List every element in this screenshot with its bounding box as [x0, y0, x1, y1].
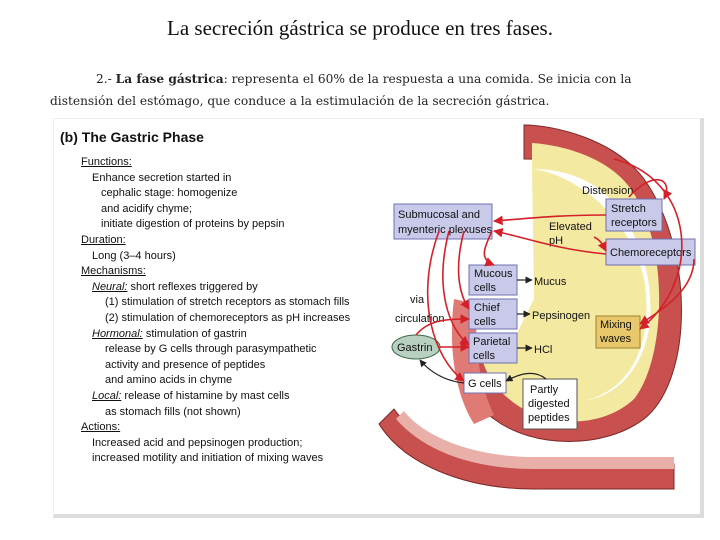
submucosal-box: [393, 203, 493, 240]
paragraph-prefix: 2.-: [96, 72, 116, 86]
mucous-label-1: Mucous: [474, 268, 513, 280]
arrow-plexus-parietal: [442, 230, 470, 346]
hormonal-line: and amino acids in chyme: [105, 374, 233, 387]
chief-label-1: Chief: [474, 302, 501, 314]
neural-line: (2) stimulation of chemoreceptors as pH …: [105, 311, 351, 324]
hormonal-line: Hormonal: stimulation of gastrin: [83, 327, 383, 343]
duration-value: Long (3–4 hours): [92, 249, 176, 262]
intestine-lumen: [396, 411, 674, 469]
local-text: release of histamine by mast cells: [124, 389, 290, 402]
peptides-box: [522, 378, 578, 430]
local-line: Local: release of histamine by mast cell…: [83, 389, 383, 405]
mucous-label-2: cells: [474, 282, 497, 294]
arrow-plexus-mucous: [483, 230, 495, 267]
mucus-label: Mucus: [534, 276, 567, 288]
secretion-arrows: [419, 276, 547, 384]
peptides-label-3: peptides: [528, 412, 570, 424]
gastric-phase-figure: (b) The Gastric Phase Functions: Enhance…: [53, 118, 704, 518]
neural-line: (1) stimulation of stretch receptors as …: [105, 296, 350, 309]
chief-label-2: cells: [474, 316, 497, 328]
peptides-label-1: Partly: [530, 384, 559, 396]
peptides-label-2: digested: [528, 398, 570, 410]
stretch-label-1: Stretch: [611, 203, 646, 215]
figure-description: Functions: Enhance secretion started in …: [81, 155, 383, 467]
neural-line: Neural: short reflexes triggered by: [83, 280, 383, 296]
mechanisms-heading: Mechanisms:: [81, 265, 146, 278]
actions-heading: Actions:: [81, 421, 121, 434]
arrow-ph-chemo: [593, 236, 607, 252]
hormonal-line: activity and presence of peptides: [105, 358, 266, 371]
g-cells-label: G cells: [468, 378, 502, 390]
stretch-receptors-box: [605, 198, 663, 232]
hormonal-line: release by G cells through parasympathet…: [105, 343, 317, 356]
stomach-diagram: Submucosal and myenteric plexuses Disten…: [378, 124, 696, 490]
via-label: via: [410, 294, 425, 306]
gastrin-label: Gastrin: [397, 342, 432, 354]
neural-text: short reflexes triggered by: [130, 280, 258, 293]
paragraph-line-2: distensión del estómago, que conduce a l…: [50, 94, 550, 108]
arrow-stretch-mixing: [613, 158, 683, 330]
paragraph-line-1-rest: : representa el 60% de la respuesta a un…: [223, 72, 632, 86]
circulation-label: circulation: [395, 313, 445, 325]
elevated-ph-label-2: pH: [549, 235, 563, 247]
hormonal-text: stimulation of gastrin: [145, 327, 247, 340]
arrow-plexus-chief: [457, 230, 470, 310]
neural-label: Neural:: [92, 280, 128, 293]
arrow-gastrin-chief: [415, 314, 470, 336]
mixing-label-2: waves: [599, 333, 632, 345]
hcl-label: HCl: [534, 344, 552, 356]
hormonal-label: Hormonal:: [92, 327, 143, 340]
functions-line: cephalic stage: homogenize: [101, 187, 238, 200]
mixing-waves-box: [595, 315, 641, 349]
elevated-ph-label-1: Elevated: [549, 221, 592, 233]
chemoreceptors-label: Chemoreceptors: [610, 247, 692, 259]
distension-label: Distension: [582, 185, 633, 197]
stretch-label-2: receptors: [611, 217, 657, 229]
pepsinogen-label: Pepsinogen: [532, 310, 590, 322]
actions-line: Increased acid and pepsinogen production…: [92, 436, 303, 449]
arrow-stretch-plexus: [493, 214, 607, 226]
mixing-label-1: Mixing: [600, 319, 632, 331]
functions-line: initiate digestion of proteins by pepsin: [101, 218, 285, 231]
arrow-peptides-gcells: [505, 372, 547, 382]
parietal-label-2: cells: [473, 350, 496, 362]
actions-line: increased motility and initiation of mix…: [92, 452, 324, 465]
arrow-chemo-plexus: [493, 227, 607, 255]
intro-paragraph: 2.- La fase gástrica: representa el 60% …: [50, 68, 660, 112]
parietal-label-1: Parietal: [473, 336, 510, 348]
paragraph-line-1: 2.- La fase gástrica: representa el 60% …: [50, 68, 660, 90]
functions-line: and acidify chyme;: [101, 202, 193, 215]
local-label: Local:: [92, 389, 122, 402]
paragraph-bold-term: La fase gástrica: [115, 72, 224, 86]
local-line: as stomach fills (not shown): [105, 405, 241, 418]
functions-line: Enhance secretion started in: [92, 171, 232, 184]
submucosal-label-1: Submucosal and: [398, 209, 480, 221]
page-title: La secreción gástrica se produce en tres…: [167, 16, 553, 40]
signal-arrows: [415, 158, 695, 382]
duration-heading: Duration:: [81, 233, 126, 246]
arrow-chemo-mixing: [639, 258, 695, 325]
functions-heading: Functions:: [81, 156, 132, 168]
submucosal-label-2: myenteric plexuses: [398, 224, 493, 236]
arrow-gcells-gastrin: [419, 359, 465, 384]
figure-heading: (b) The Gastric Phase: [60, 129, 204, 145]
